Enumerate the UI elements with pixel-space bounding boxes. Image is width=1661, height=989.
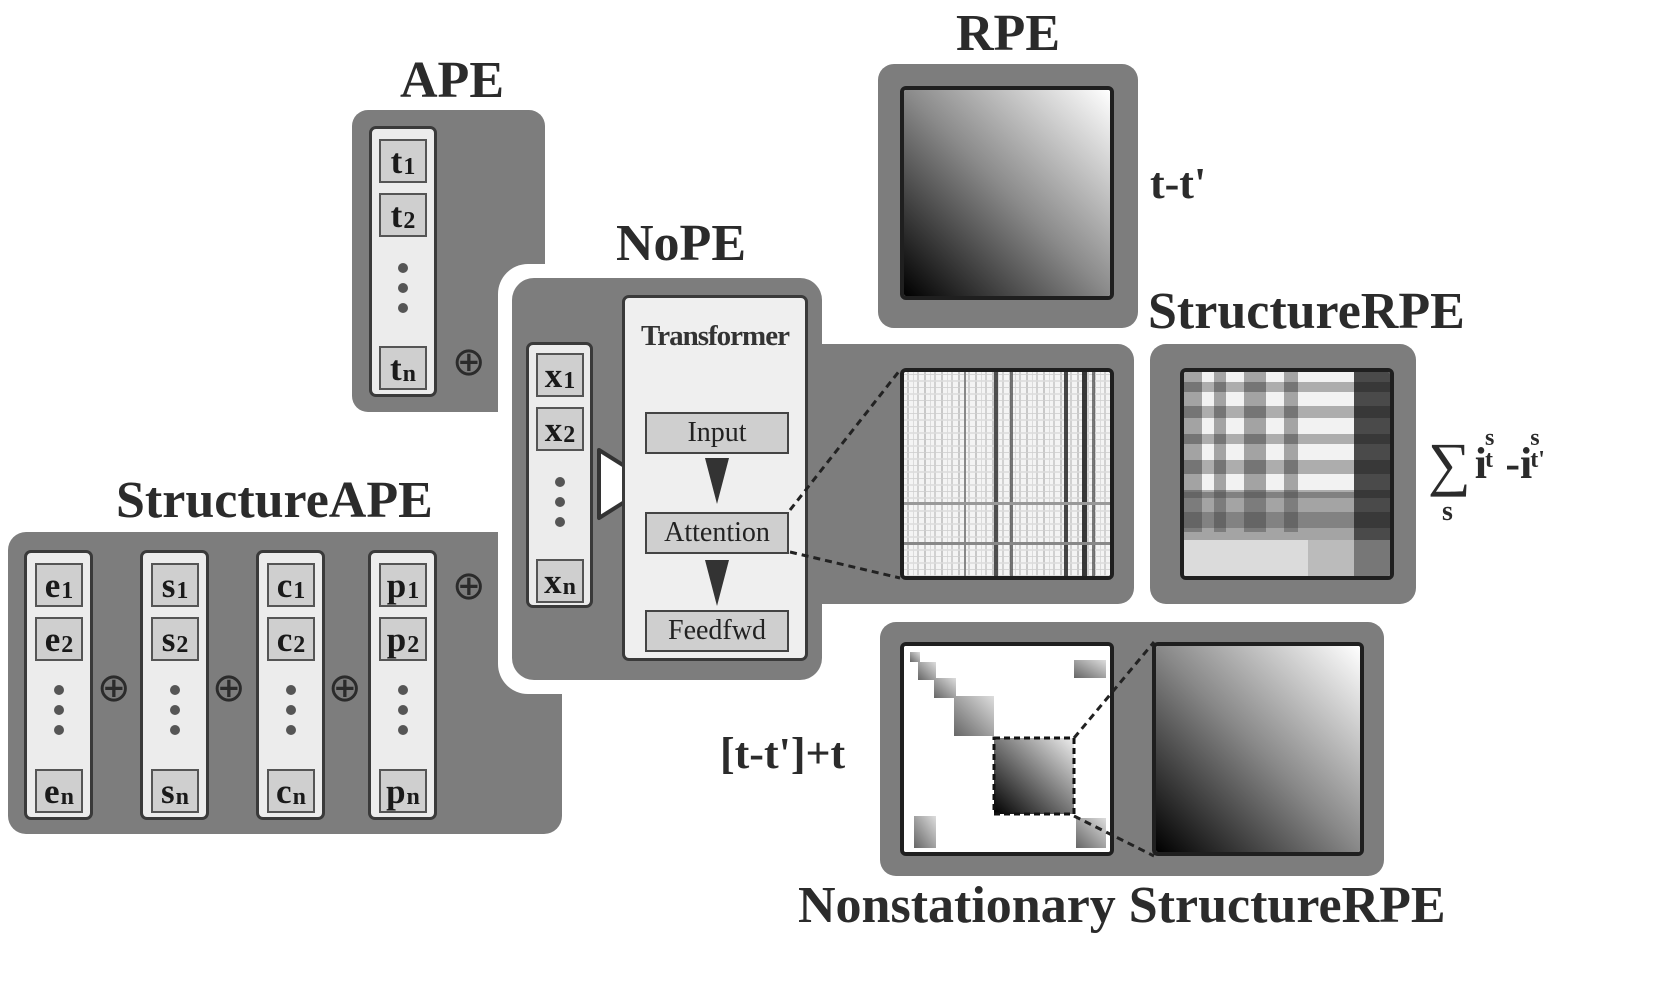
nonstationary-zoom-matrix <box>1152 642 1364 856</box>
attention-layer: Attention <box>645 512 789 554</box>
oplus-icon: ⊕ <box>452 339 486 385</box>
attention-matrix <box>900 368 1114 580</box>
oplus-icon: ⊕ <box>97 665 131 711</box>
transformer-title: Transformer <box>641 320 790 352</box>
oplus-icon: ⊕ <box>452 563 486 609</box>
arrow-down-icon <box>705 560 729 606</box>
rpe-formula: t-t' <box>1150 159 1207 208</box>
structure-ape-title: StructureAPE <box>116 472 433 529</box>
structure-rpe-matrix <box>1180 368 1394 580</box>
oplus-icon: ⊕ <box>328 665 362 711</box>
oplus-icon: ⊕ <box>212 665 246 711</box>
nonstationary-matrix <box>900 642 1114 856</box>
rpe-title: RPE <box>956 5 1060 62</box>
feedforward-layer: Feedfwd <box>645 610 789 652</box>
rpe-matrix <box>900 86 1114 300</box>
ellipsis-icon <box>398 263 408 323</box>
ellipsis-icon <box>398 685 408 745</box>
nonstationary-title: Nonstationary StructureRPE <box>798 877 1446 934</box>
zoom-lines <box>788 369 902 580</box>
arrow-down-icon <box>705 458 729 504</box>
ellipsis-icon <box>286 685 296 745</box>
nope-title: NoPE <box>616 215 746 272</box>
nonstationary-formula: [t-t']+t <box>720 729 846 778</box>
input-layer: Input <box>645 412 789 454</box>
ape-title: APE <box>400 52 504 109</box>
transformer-block: Transformer Input Attention Feedfwd <box>622 295 808 661</box>
ellipsis-icon <box>54 685 64 745</box>
ellipsis-icon <box>555 477 565 537</box>
structure-rpe-title: StructureRPE <box>1148 283 1465 340</box>
ellipsis-icon <box>170 685 180 745</box>
zoom-lines <box>1072 641 1156 858</box>
